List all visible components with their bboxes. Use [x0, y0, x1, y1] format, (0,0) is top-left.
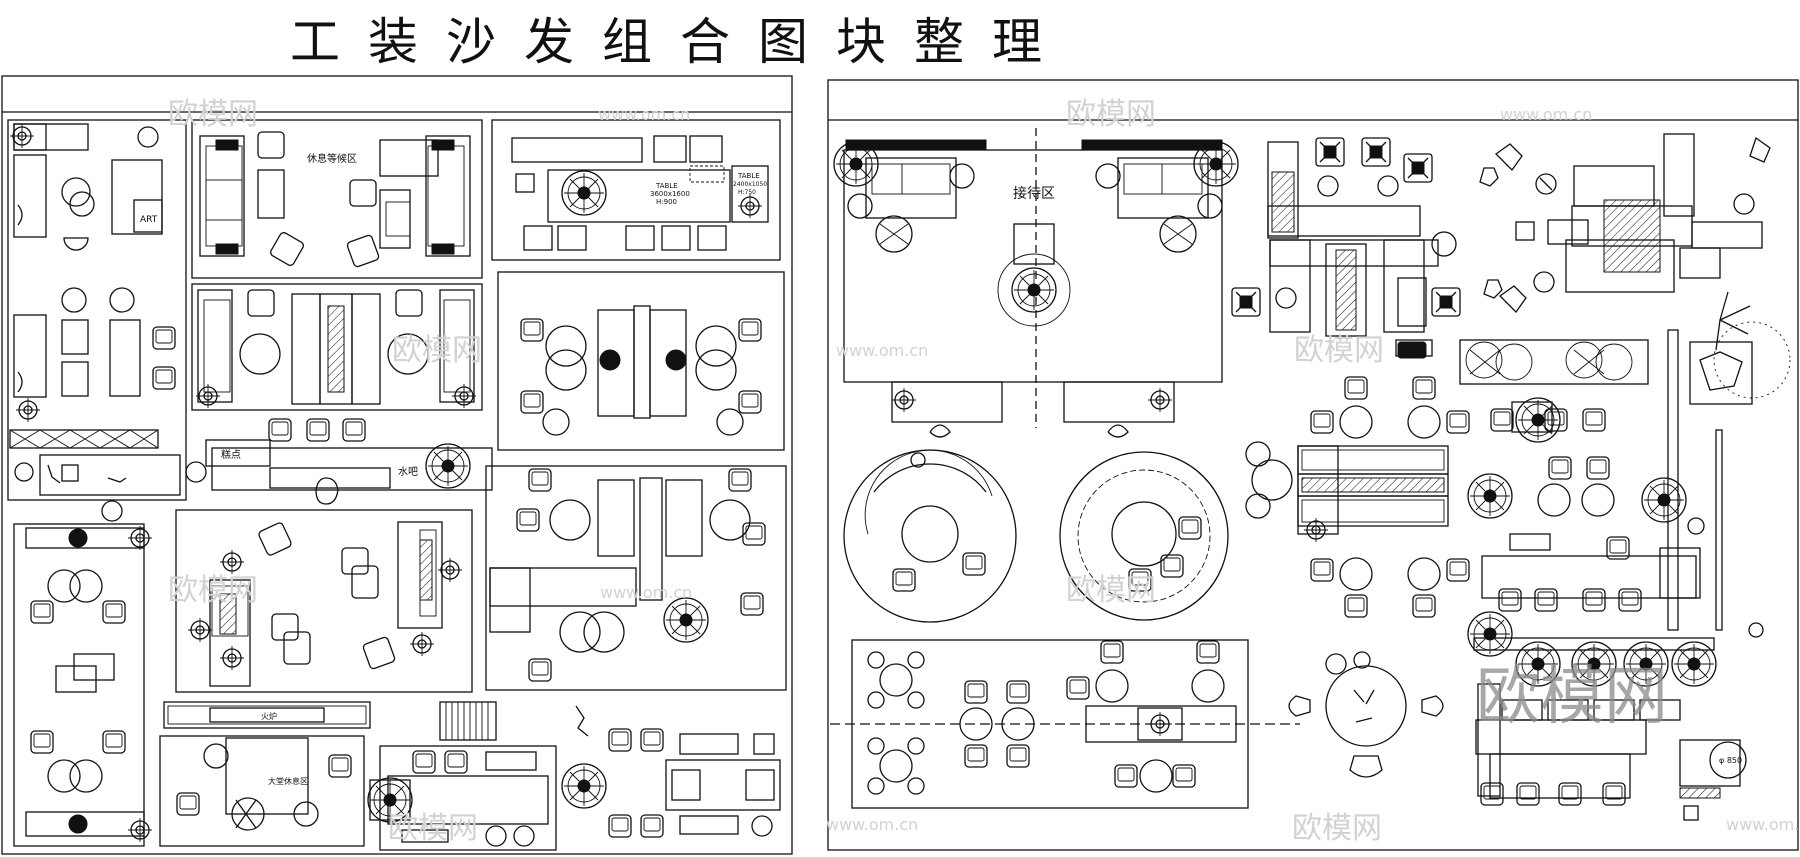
table2-height: H:750: [738, 189, 756, 196]
block-center-lounge: [175, 509, 473, 693]
water-bar-label: 水吧: [398, 466, 418, 478]
table1-name: TABLE: [655, 182, 678, 190]
block-round-lounges: [843, 449, 1229, 623]
watermark-brand: 欧模网: [168, 573, 258, 608]
watermark-site: www.om.cn: [836, 341, 928, 360]
block-bottom-center: [367, 701, 781, 851]
block-bottom-bar: φ 850: [1467, 611, 1747, 821]
fireplace-label: 火炉: [261, 711, 277, 721]
watermarks: 欧模网 www.om.cn 欧模网 www.om.cn 欧模网 www.om.c…: [168, 97, 1800, 846]
watermark-brand-large: 欧模网: [1476, 660, 1668, 734]
art-label: ART: [140, 215, 158, 225]
block-left-lower: [13, 523, 153, 847]
cake-label: 糕点: [221, 448, 241, 461]
watermark-site: www.om.cn: [598, 105, 690, 124]
diameter-label: φ 850: [1719, 756, 1742, 765]
table1-height: H:900: [656, 198, 677, 206]
waiting-area-label: 休息等候区: [307, 152, 357, 165]
block-top-center: [1231, 137, 1461, 359]
block-right-mid: [1395, 291, 1791, 638]
watermark-brand: 欧模网: [1294, 333, 1384, 368]
block-water-bar: 糕点 水吧: [101, 439, 493, 522]
watermark-brand: 欧模网: [1066, 97, 1156, 132]
block-top-right: [1479, 133, 1771, 314]
watermark-brand: 欧模网: [388, 811, 478, 846]
table2-name: TABLE: [737, 172, 760, 180]
watermark-brand: 欧模网: [1292, 811, 1382, 846]
watermark-site: www.om.cn: [600, 583, 692, 602]
block-sofa-divider: [191, 283, 483, 442]
block-meeting-table: TABLE 3600x1600 H:900 TABLE 2400x1050 H:…: [491, 119, 781, 261]
block-right-lounge: [485, 465, 787, 691]
block-reception: 接待区: [833, 128, 1239, 438]
block-middle-sofas: [1245, 376, 1470, 618]
block-dining: [830, 639, 1300, 809]
watermark-site: www.om.cn: [1726, 815, 1800, 834]
table2-size: 2400x1050: [733, 181, 767, 188]
block-left-lounge: ART: [7, 119, 187, 501]
lounge-area-label: 大堂休息区: [268, 776, 308, 786]
watermark-site: www.om.cn: [826, 815, 918, 834]
block-cafe-tables: [497, 271, 785, 451]
watermark-site: www.om.cn: [1500, 105, 1592, 124]
watermark-brand: 欧模网: [1066, 573, 1156, 608]
drawing-title: 工装沙发组合图块整理: [290, 13, 1070, 71]
reception-area-label: 接待区: [1013, 185, 1055, 202]
block-lounge-fireplace: 火炉 大堂休息区: [159, 701, 371, 847]
watermark-brand: 欧模网: [168, 97, 258, 132]
watermark-brand: 欧模网: [392, 333, 482, 368]
left-panel: ART 休息等候区: [1, 75, 793, 855]
table1-size: 3600x1600: [650, 190, 690, 198]
block-waiting-area: 休息等候区: [191, 119, 483, 279]
block-round-table: [1288, 651, 1444, 778]
right-panel: 接待区: [827, 79, 1799, 851]
